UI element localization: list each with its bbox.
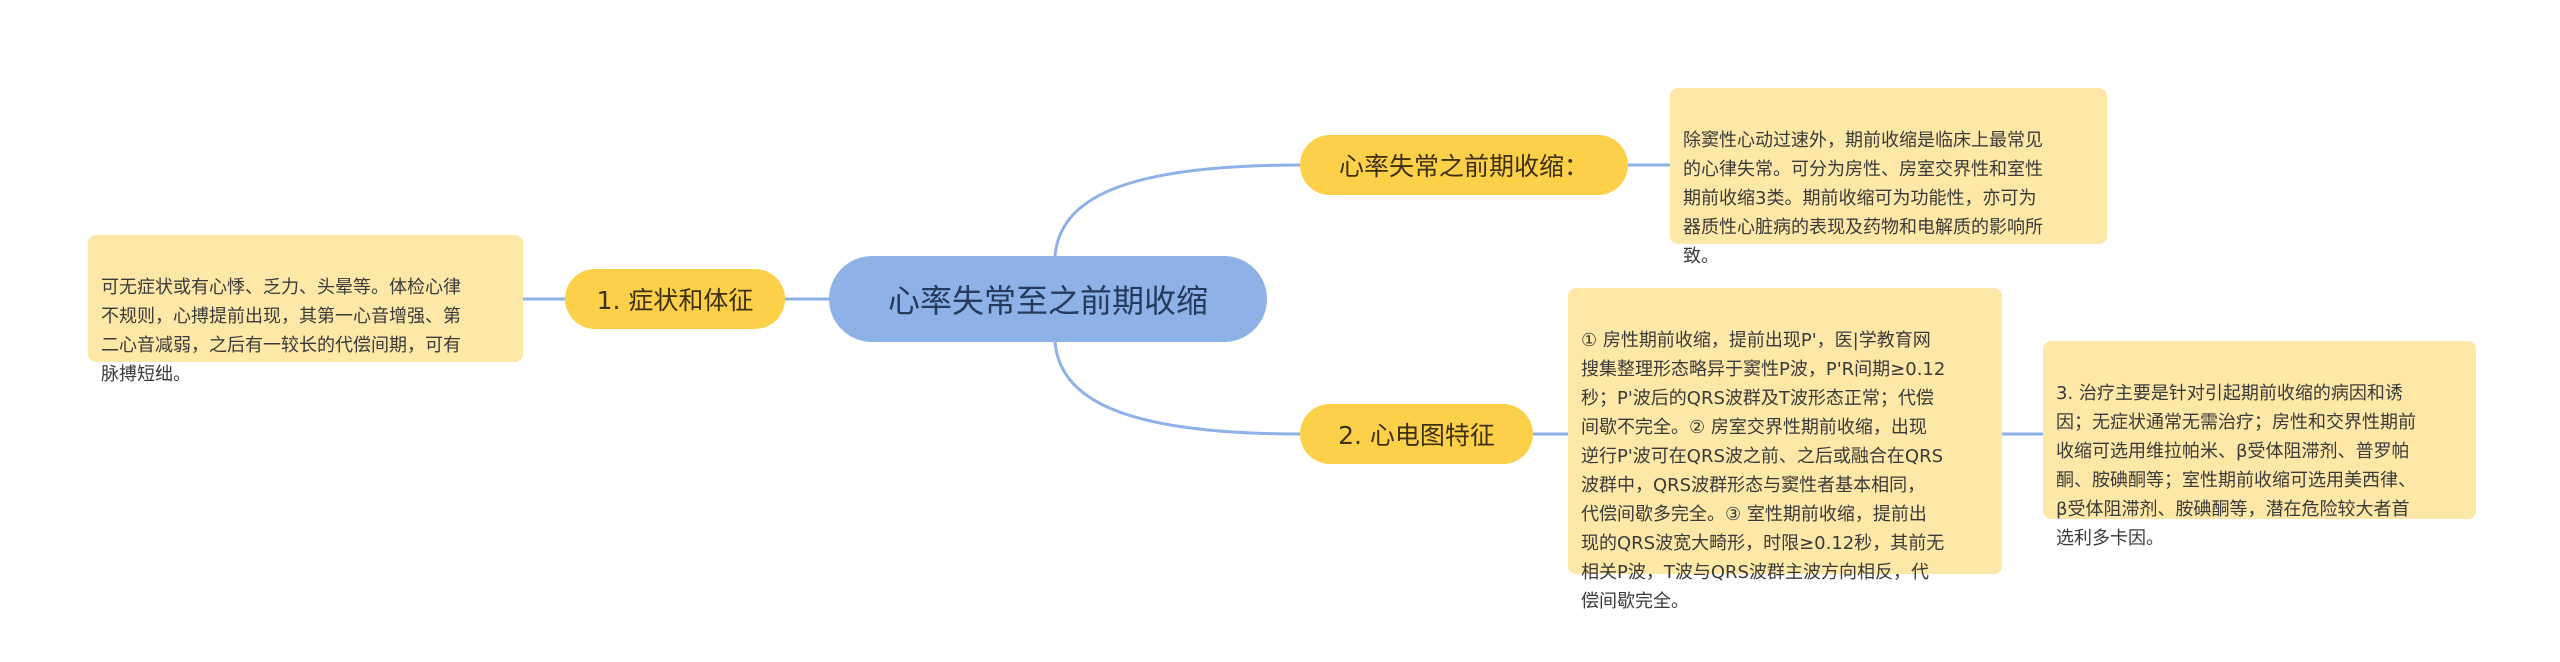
note-treatment: 3. 治疗主要是针对引起期前收缩的病因和诱 因；无症状通常无需治疗；房性和交界性… — [2043, 341, 2476, 549]
connector-root-to-branch-2 — [1053, 340, 1302, 436]
connector-root-to-branch-1 — [1053, 163, 1302, 258]
root-topic-label: 心率失常至之前期收缩 — [887, 282, 1208, 320]
branch-label: 心率失常之前期收缩： — [1338, 152, 1589, 181]
note-premature-contraction-definition: 除窦性心动过速外，期前收缩是临床上最常见 的心律失常。可分为房性、房室交界性和室… — [1670, 88, 2107, 267]
branch-ecg-features[interactable]: 2. 心电图特征 — [1300, 404, 1533, 464]
branch-premature-contraction[interactable]: 心率失常之前期收缩： — [1300, 135, 1628, 195]
note-symptoms-and-signs: 可无症状或有心悸、乏力、头晕等。体检心律 不规则，心搏提前出现，其第一心音增强、… — [88, 235, 523, 385]
note-text: 可无症状或有心悸、乏力、头晕等。体检心律 不规则，心搏提前出现，其第一心音增强、… — [101, 277, 461, 385]
branch-symptoms-and-signs[interactable]: 1. 症状和体征 — [565, 269, 785, 329]
note-text: 3. 治疗主要是针对引起期前收缩的病因和诱 因；无症状通常无需治疗；房性和交界性… — [2056, 383, 2416, 549]
note-text: ① 房性期前收缩，提前出现P'，医|学教育网 搜集整理形态略异于窦性P波，P'R… — [1581, 330, 1946, 612]
branch-label: 2. 心电图特征 — [1338, 421, 1495, 450]
root-topic[interactable]: 心率失常至之前期收缩 — [829, 256, 1267, 342]
branch-label: 1. 症状和体征 — [596, 286, 754, 315]
note-text: 除窦性心动过速外，期前收缩是临床上最常见 的心律失常。可分为房性、房室交界性和室… — [1683, 130, 2043, 267]
note-ecg-features: ① 房性期前收缩，提前出现P'，医|学教育网 搜集整理形态略异于窦性P波，P'R… — [1568, 288, 2002, 612]
